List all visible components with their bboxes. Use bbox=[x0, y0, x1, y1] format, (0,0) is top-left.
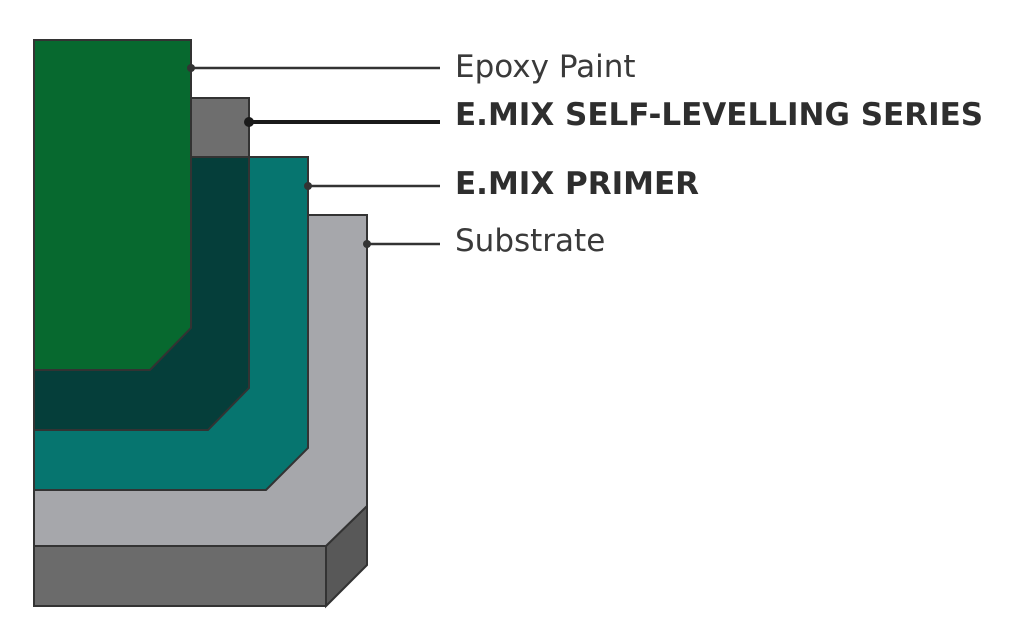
self-levelling-series-label: E.MIX SELF-LEVELLING SERIES bbox=[455, 97, 984, 133]
primer-label: E.MIX PRIMER bbox=[455, 166, 700, 202]
epoxy-layer-shape bbox=[33, 39, 192, 371]
selflevel-leader-dot bbox=[244, 117, 254, 127]
substrate-label: Substrate bbox=[455, 223, 606, 259]
self-levelling-top-cap bbox=[190, 97, 250, 158]
epoxy-leader-dot bbox=[187, 64, 195, 72]
substrate-leader-dot bbox=[363, 240, 371, 248]
substrate-base-shape bbox=[33, 545, 368, 607]
primer-leader-dot bbox=[304, 182, 312, 190]
epoxy-paint-label: Epoxy Paint bbox=[455, 49, 636, 85]
